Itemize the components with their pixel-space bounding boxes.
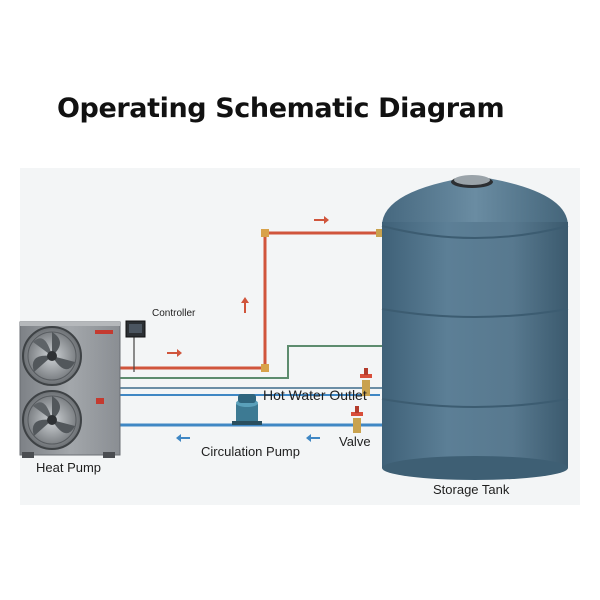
return-pipe	[120, 345, 402, 379]
flow-arrow-icon	[176, 434, 320, 442]
fan-icon	[22, 326, 82, 386]
circulation-pump-label: Circulation Pump	[201, 444, 300, 459]
diagram-title: Operating Schematic Diagram	[57, 93, 505, 124]
flow-arrow-icon	[167, 216, 329, 357]
valve-label: Valve	[339, 434, 371, 449]
heat-pump-label: Heat Pump	[36, 460, 102, 475]
hot-supply-pipe	[120, 229, 384, 372]
controller-label: Controller	[152, 308, 196, 319]
valve-icon	[351, 406, 363, 433]
storage-tank	[381, 175, 569, 480]
fan-icon	[22, 390, 82, 450]
heat-pump	[19, 321, 121, 458]
pump-icon	[232, 394, 262, 425]
hot-water-outlet-label: Hot Water Outlet	[263, 387, 367, 403]
storage-tank-label: Storage Tank	[433, 482, 510, 497]
valve-icon	[360, 368, 372, 396]
controller-icon	[125, 320, 146, 372]
